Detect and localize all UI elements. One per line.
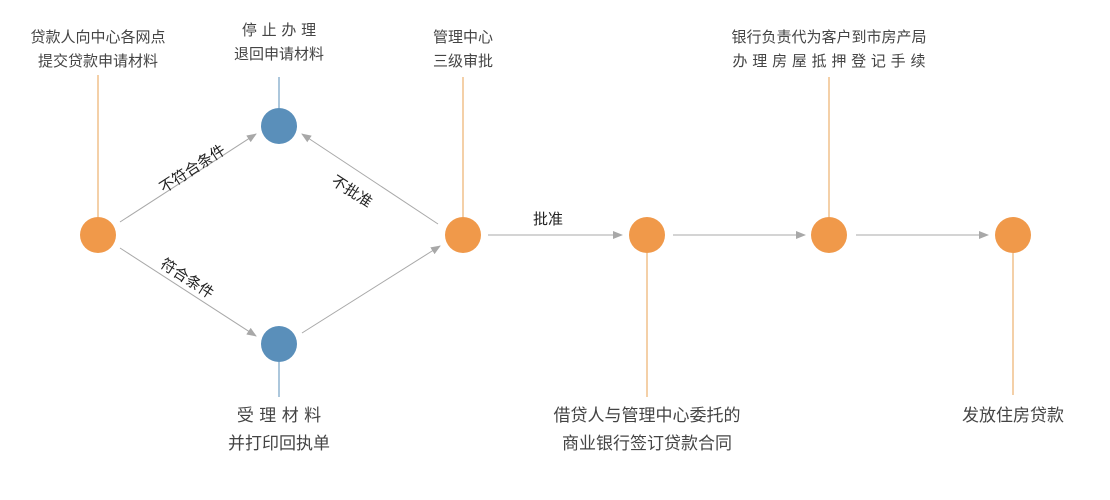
node-accept <box>261 326 297 362</box>
node-label-apply: 贷款人向中心各网点 提交贷款申请材料 <box>18 25 178 73</box>
node-center <box>445 217 481 253</box>
node-label-issue: 发放住房贷款 <box>933 402 1093 430</box>
node-label-contract: 借贷人与管理中心委托的 商业银行签订贷款合同 <box>537 402 757 458</box>
node-label-contract-line1: 借贷人与管理中心委托的 <box>553 406 741 426</box>
node-label-stop-line2: 退回申请材料 <box>233 45 324 63</box>
arrow-apply-to-accept <box>119 247 257 337</box>
node-label-mortgage-line1: 银行负责代为客户到市房产局 <box>731 28 927 46</box>
node-label-contract-line2: 商业银行签订贷款合同 <box>562 434 732 454</box>
node-issue <box>995 217 1031 253</box>
node-stop <box>261 108 297 144</box>
node-label-issue-line1: 发放住房贷款 <box>962 406 1064 426</box>
node-label-apply-line1: 贷款人向中心各网点 <box>30 28 166 46</box>
node-contract <box>629 217 665 253</box>
node-mortgage <box>811 217 847 253</box>
node-label-accept-line2: 并打印回执单 <box>228 434 330 454</box>
node-label-accept-line1: 受 理 材 料 <box>236 406 322 426</box>
arrow-apply-to-stop <box>119 133 257 223</box>
node-label-center: 管理中心 三级审批 <box>403 25 523 73</box>
node-label-mortgage-line2: 办 理 房 屋 抵 押 登 记 手 续 <box>732 52 926 70</box>
node-label-apply-line2: 提交贷款申请材料 <box>37 52 158 70</box>
node-label-center-line1: 管理中心 <box>432 28 493 46</box>
arrow-accept-to-center <box>301 245 441 334</box>
node-label-accept: 受 理 材 料 并打印回执单 <box>199 402 359 458</box>
node-apply <box>80 217 116 253</box>
node-label-mortgage: 银行负责代为客户到市房产局 办 理 房 屋 抵 押 登 记 手 续 <box>709 25 949 73</box>
node-label-stop-line1: 停 止 办 理 <box>241 21 317 39</box>
edge-label-approved: 批准 <box>533 210 564 228</box>
node-label-center-line2: 三级审批 <box>432 52 493 70</box>
node-label-stop: 停 止 办 理 退回申请材料 <box>209 18 349 66</box>
arrow-center-to-stop <box>301 133 439 225</box>
